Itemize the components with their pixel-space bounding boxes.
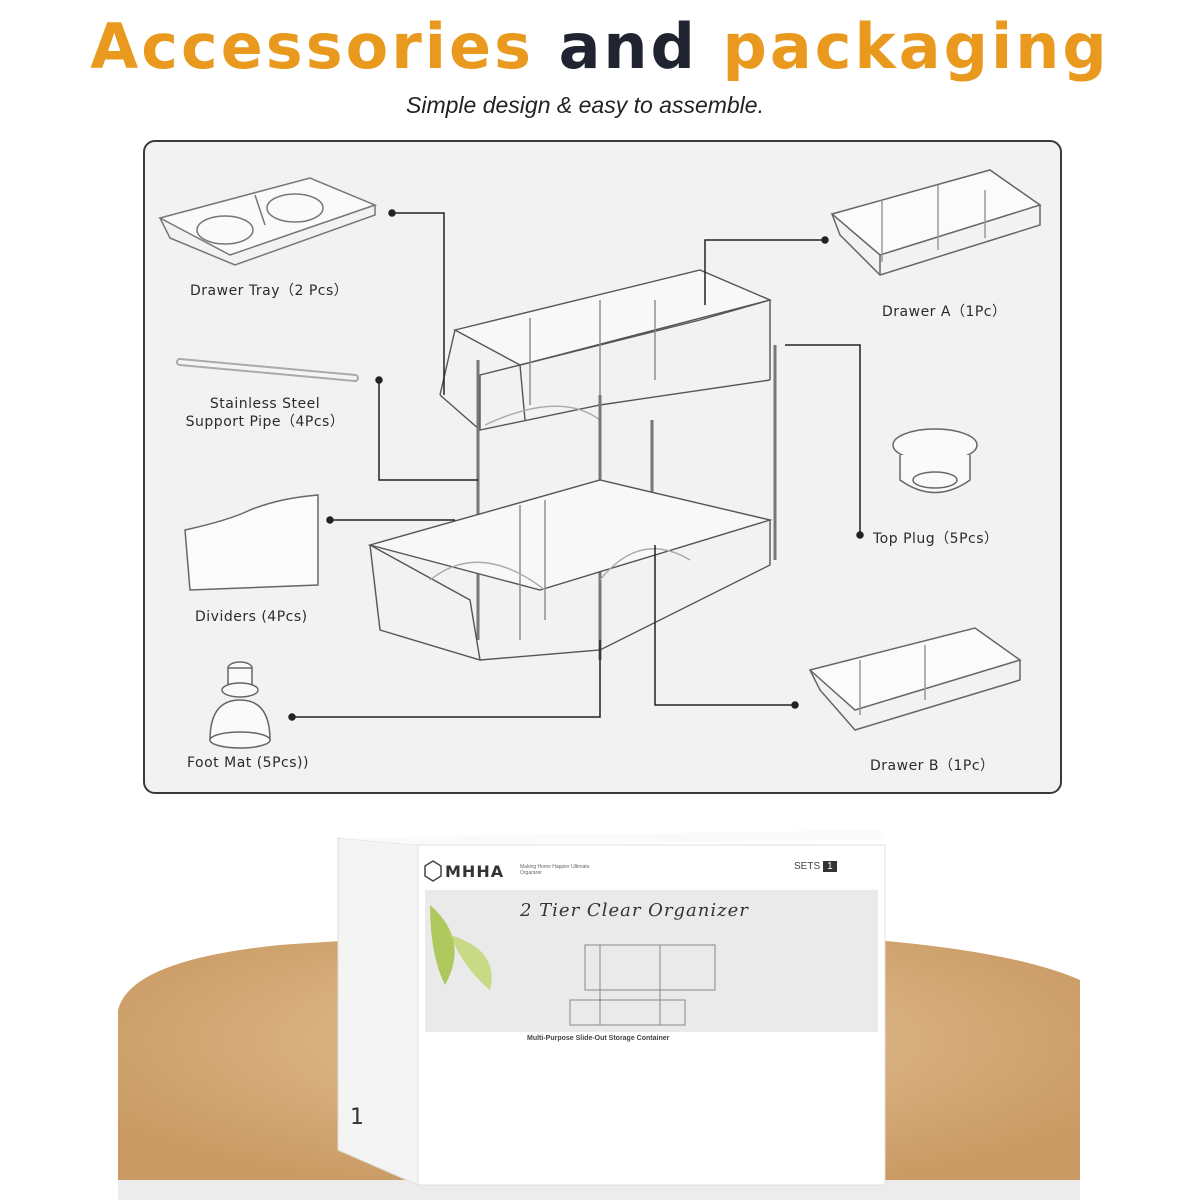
leader-lines: [288, 209, 864, 721]
support-pipe-image: [176, 358, 359, 382]
page-title: Accessories and packaging: [0, 10, 1200, 83]
assembled-organizer-image: [367, 269, 777, 661]
package-sets-count: 1: [823, 861, 837, 872]
package-sets-label: SETS: [794, 861, 821, 872]
package-box: [337, 830, 886, 1186]
package-script-title: 2 Tier Clear Organizer: [520, 900, 749, 921]
drawer-tray-image: [157, 177, 378, 266]
label-dividers: Dividers (4Pcs): [195, 609, 308, 625]
drawer-a-image: [830, 169, 1042, 276]
package-brand: MHHA: [445, 862, 505, 881]
label-foot-mat: Foot Mat (5Pcs)): [187, 755, 309, 771]
title-word-packaging: packaging: [722, 10, 1110, 83]
label-drawer-b: Drawer B（1Pc）: [870, 758, 995, 774]
package-tagline: Making Home Happier Ultimate Organizer: [520, 864, 590, 876]
label-support-pipe-line1: Stainless Steel: [209, 396, 321, 412]
foot-mat-image: [209, 661, 271, 749]
label-drawer-a: Drawer A（1Pc）: [882, 304, 1007, 320]
label-drawer-tray: Drawer Tray（2 Pcs）: [190, 283, 349, 299]
package-caption: Multi-Purpose Slide-Out Storage Containe…: [527, 1035, 670, 1042]
top-plug-image: [892, 428, 978, 494]
package-side-number: 1: [350, 1105, 364, 1130]
title-word-and: and: [558, 10, 698, 83]
drawer-b-image: [808, 627, 1022, 731]
page-subtitle: Simple design & easy to assemble.: [406, 92, 764, 118]
divider-image: [184, 494, 319, 591]
label-top-plug: Top Plug（5Pcs）: [873, 531, 999, 547]
title-word-accessories: Accessories: [90, 10, 534, 83]
label-support-pipe-line2: Support Pipe（4Pcs）: [185, 414, 345, 430]
